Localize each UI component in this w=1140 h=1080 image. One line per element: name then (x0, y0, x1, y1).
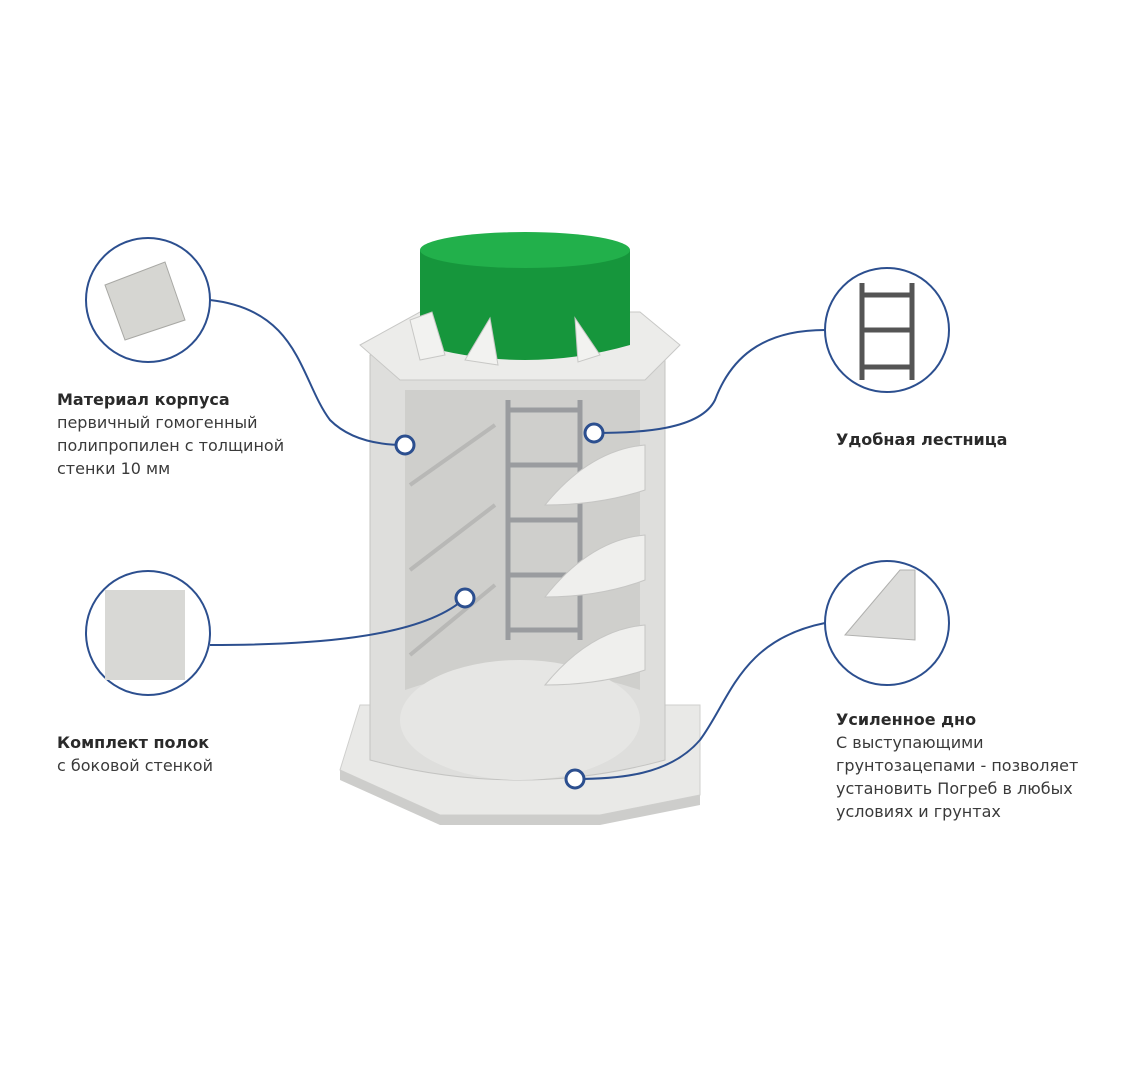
shelves-detail-circle (85, 570, 211, 696)
callout-title: Комплект полок (57, 733, 210, 752)
connector-lines (209, 299, 826, 780)
callout-text: условиях и грунтах (836, 802, 1001, 821)
callout-title: Удобная лестница (836, 430, 1008, 449)
bottom-hotspot[interactable] (564, 768, 586, 790)
callout-text: грунтозацепами - позволяет (836, 756, 1079, 775)
callout-text: первичный гомогенный (57, 413, 258, 432)
right-shelves (543, 444, 646, 686)
callout-text: с боковой стенкой (57, 756, 213, 775)
callout-material: Материал корпуса первичный гомогенный по… (57, 388, 284, 480)
callout-ladder: Удобная лестница (836, 428, 1007, 451)
collar-ribs (409, 311, 601, 366)
shelves-hotspot[interactable] (454, 587, 476, 609)
callout-title: Усиленное дно (836, 710, 977, 729)
callout-shelves: Комплект полок с боковой стенкой (57, 731, 213, 777)
ladder-hotspot[interactable] (583, 422, 605, 444)
bottom-detail-circle (824, 560, 950, 686)
callout-text: С выступающими (836, 733, 984, 752)
ladder-detail-circle (824, 267, 950, 393)
callout-text: полипропилен с толщиной (57, 436, 285, 455)
ladder (505, 400, 583, 640)
green-lid (420, 232, 630, 360)
material-hotspot[interactable] (394, 434, 416, 456)
tank-body (369, 354, 666, 781)
material-detail-circle (85, 237, 211, 363)
callout-text: стенки 10 мм (57, 459, 171, 478)
callout-bottom: Усиленное дно С выступающими грунтозацеп… (836, 708, 1078, 823)
left-shelves (408, 423, 497, 657)
callout-title: Материал корпуса (57, 390, 230, 409)
callout-text: установить Погреб в любых (836, 779, 1073, 798)
